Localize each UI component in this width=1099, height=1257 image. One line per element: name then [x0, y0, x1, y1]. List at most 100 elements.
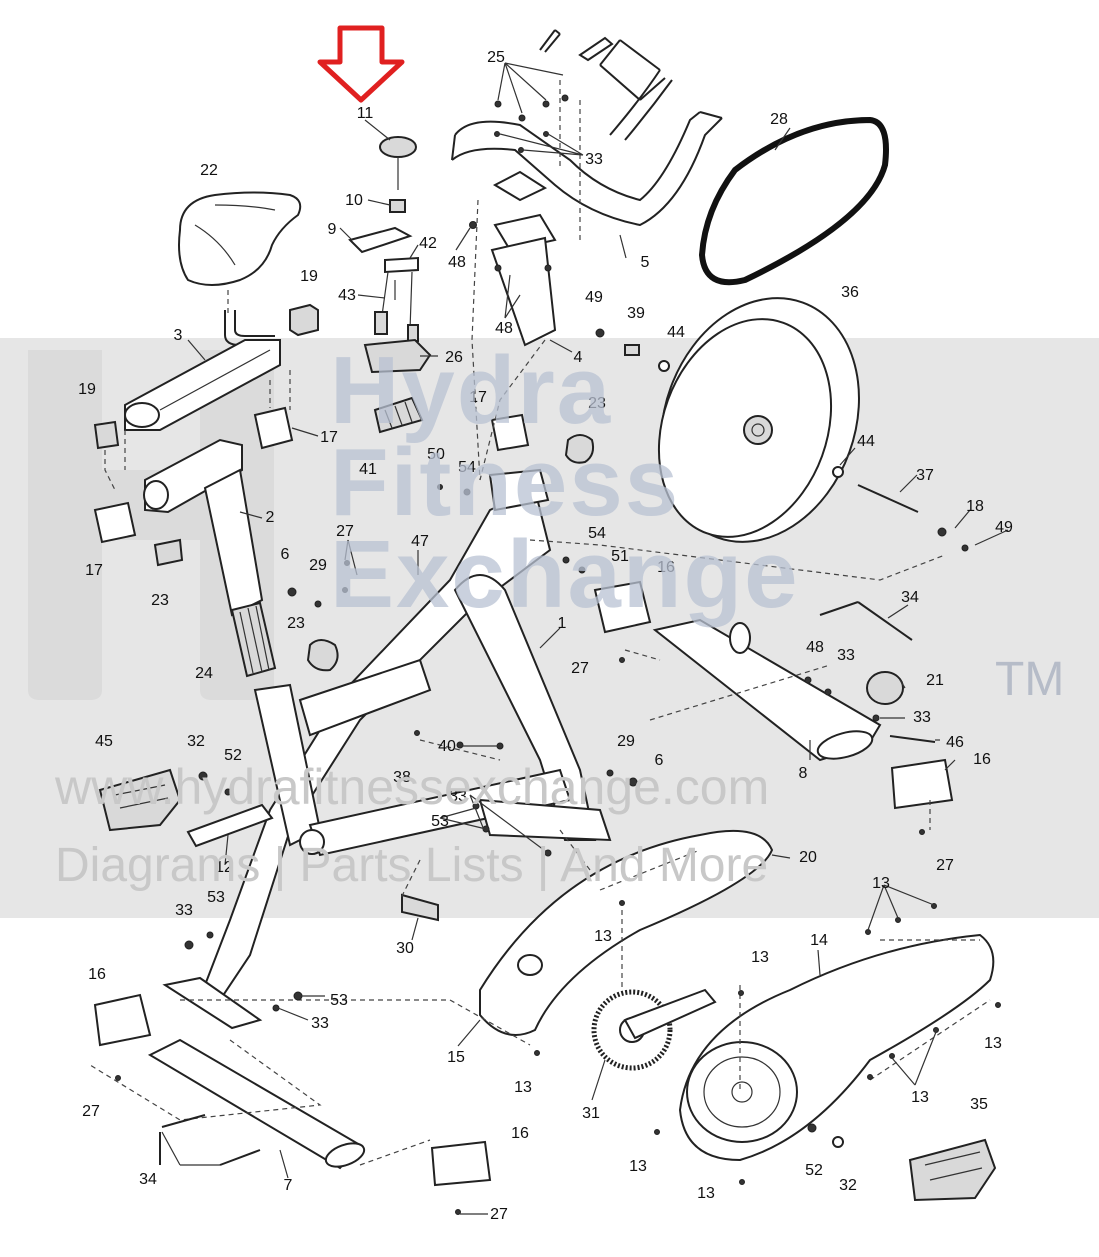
callout-20: 20 [799, 849, 817, 866]
inner-chain-guard [479, 829, 774, 1036]
flywheel-axle [857, 484, 919, 513]
callout-53b: 53 [207, 889, 225, 906]
callout-48c: 48 [806, 639, 824, 656]
callout-27e: 27 [490, 1206, 508, 1223]
callout-23b: 23 [151, 592, 169, 609]
callout-27d: 27 [82, 1103, 100, 1120]
callout-39: 39 [627, 305, 645, 322]
callout-7: 7 [284, 1177, 293, 1194]
callout-47: 47 [411, 533, 429, 550]
callout-45: 45 [95, 733, 113, 750]
callout-48: 48 [448, 254, 466, 271]
callout-38: 38 [393, 769, 411, 786]
callout-2: 2 [266, 509, 275, 526]
callout-13h: 13 [697, 1185, 715, 1202]
callout-40: 40 [438, 738, 456, 755]
crank-sprocket [591, 988, 717, 1071]
callout-32b: 32 [839, 1177, 857, 1194]
callout-10: 10 [345, 192, 363, 209]
rear-stabilizer [652, 618, 904, 762]
callout-29: 29 [309, 557, 327, 574]
callout-9: 9 [328, 221, 337, 238]
callout-24: 24 [195, 665, 213, 682]
callout-49: 49 [585, 289, 603, 306]
callout-12: 12 [215, 859, 233, 876]
watermark-brand: Hydra Fitness Exchange [330, 337, 800, 628]
drive-belt [698, 116, 889, 286]
callout-8: 8 [799, 765, 808, 782]
callout-13b: 13 [594, 928, 612, 945]
callout-labels: 11 25 33 28 10 22 9 42 19 48 5 43 49 39 … [78, 49, 1013, 1223]
callout-53: 53 [431, 813, 449, 830]
front-stabilizer [147, 976, 366, 1170]
callout-33b: 33 [837, 647, 855, 664]
highlight-arrow [317, 25, 405, 103]
callout-33: 33 [585, 151, 603, 168]
flywheel [657, 297, 860, 543]
callout-34b: 34 [139, 1171, 157, 1188]
callout-26: 26 [445, 349, 463, 366]
seat-saddle [178, 191, 302, 346]
callout-6: 6 [281, 546, 290, 563]
callout-29b: 29 [617, 733, 635, 750]
sleeve [93, 406, 530, 544]
callout-34: 34 [901, 589, 919, 606]
callout-33e: 33 [175, 902, 193, 919]
seat-slider-tube [124, 339, 281, 431]
callout-18: 18 [966, 498, 984, 515]
callout-41: 41 [359, 461, 377, 478]
pedal [98, 768, 997, 1202]
callout-52b: 52 [805, 1162, 823, 1179]
grip [230, 601, 277, 678]
callout-52: 52 [224, 747, 242, 764]
callout-36: 36 [841, 284, 859, 301]
watermark-trademark: TM [995, 653, 1065, 706]
callout-pointers [161, 62, 1009, 1215]
callout-44: 44 [667, 324, 685, 341]
callout-13: 13 [872, 875, 890, 892]
stabilizer-end-cap [93, 580, 954, 1187]
callout-42: 42 [419, 235, 437, 252]
brake-assembly [363, 338, 432, 434]
callout-4: 4 [574, 349, 583, 366]
callout-33f: 33 [311, 1015, 329, 1032]
callout-23: 23 [588, 395, 606, 412]
handlebar [451, 29, 723, 227]
callout-19: 19 [300, 268, 318, 285]
callout-3: 3 [174, 327, 183, 344]
watermark-url: www.hydrafitnessexchange.com [55, 759, 770, 815]
callout-5: 5 [641, 254, 650, 271]
callout-16c: 16 [88, 966, 106, 983]
callout-27c: 27 [936, 857, 954, 874]
callout-16: 16 [657, 559, 675, 576]
end-cap [93, 303, 319, 450]
callout-54: 54 [458, 459, 476, 476]
seat-post [143, 438, 264, 617]
callout-27: 27 [336, 523, 354, 540]
callout-32: 32 [187, 733, 205, 750]
callout-1: 1 [558, 615, 567, 632]
callout-11: 11 [357, 105, 374, 122]
callout-33d: 33 [449, 788, 467, 805]
callout-13e: 13 [514, 1079, 532, 1096]
callout-33c: 33 [913, 709, 931, 726]
callout-31: 31 [582, 1105, 600, 1122]
crank-arm [186, 803, 274, 848]
callout-43: 43 [338, 287, 356, 304]
callout-35: 35 [970, 1096, 988, 1113]
adjustment-knob [153, 434, 595, 672]
callout-49b: 49 [995, 519, 1013, 536]
callout-15: 15 [447, 1049, 465, 1066]
callout-51: 51 [611, 548, 629, 565]
callout-44b: 44 [857, 433, 875, 450]
callout-48b: 48 [495, 320, 513, 337]
callout-27b: 27 [571, 660, 589, 677]
watermark-logo [28, 350, 274, 700]
callout-13f: 13 [911, 1089, 929, 1106]
callout-30: 30 [396, 940, 414, 957]
callout-14: 14 [810, 932, 828, 949]
outer-chain-guard [678, 933, 995, 1162]
callout-16b: 16 [973, 751, 991, 768]
callout-23c: 23 [287, 615, 305, 632]
